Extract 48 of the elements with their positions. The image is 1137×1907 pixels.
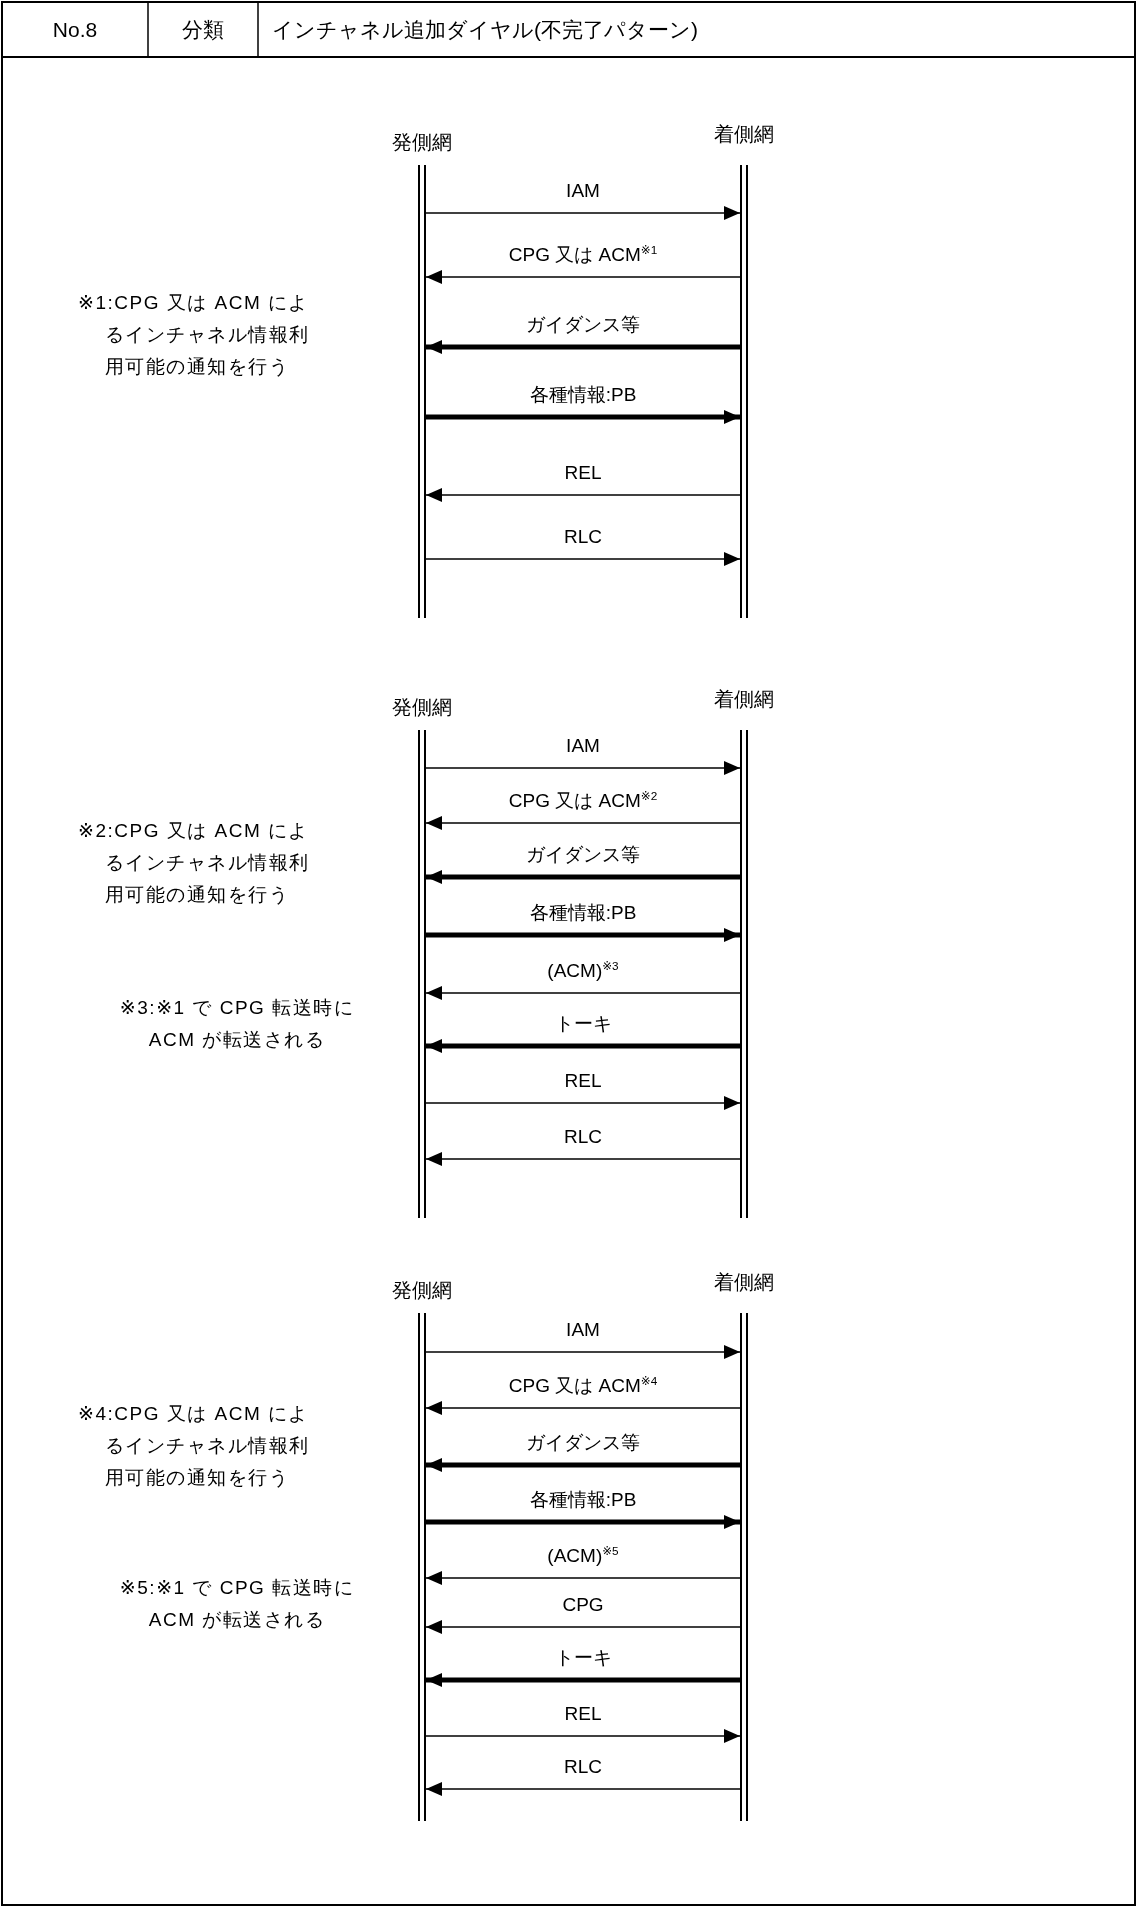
note-text: ※4:CPG 又は ACM によるインチャネル情報利用可能の通知を行う — [78, 1402, 311, 1490]
edge-label: ガイダンス等 — [526, 1431, 640, 1455]
arrow — [425, 1345, 741, 1359]
arrow — [425, 552, 741, 566]
table-cell-text: No.8 — [51, 16, 99, 43]
arrow — [425, 1729, 741, 1743]
arrow — [425, 986, 741, 1000]
edge-label: ガイダンス等 — [526, 313, 640, 337]
arrow — [425, 270, 741, 284]
edge-label: (ACM)$^{※3}$ — [547, 959, 619, 983]
arrow — [426, 410, 740, 424]
arrow — [426, 928, 740, 942]
arrow — [425, 1782, 741, 1796]
note-text: ※5:※1 で CPG 転送時に ACM が転送される — [118, 1576, 356, 1632]
arrow — [425, 1571, 741, 1585]
edge-label: CPG 又は ACM$^{※2}$ — [508, 789, 658, 813]
arrow — [425, 1152, 741, 1166]
arrow — [425, 488, 741, 502]
arrow — [426, 870, 740, 884]
table-cell-text: 分類 — [181, 16, 225, 43]
arrow — [425, 816, 741, 830]
note-text: ※2:CPG 又は ACM によるインチャネル情報利用可能の通知を行う — [78, 819, 311, 907]
edge-label: ガイダンス等 — [526, 843, 640, 867]
lifeline-label: 発側網 — [392, 695, 452, 720]
note-text: ※1:CPG 又は ACM によるインチャネル情報利用可能の通知を行う — [78, 291, 311, 379]
lifeline-label: 着側網 — [714, 1270, 774, 1295]
arrow — [425, 1620, 741, 1634]
arrow — [426, 340, 740, 354]
arrow — [425, 1401, 741, 1415]
arrow — [426, 1458, 740, 1472]
edge-label: CPG 又は ACM$^{※4}$ — [508, 1374, 658, 1398]
arrow — [426, 1673, 740, 1687]
arrow — [425, 206, 741, 220]
arrow — [425, 1096, 741, 1110]
edge-label: 各種情報:PB — [529, 383, 637, 407]
lifeline-label: 着側網 — [714, 687, 774, 712]
edge-label: 各種情報:PB — [529, 1488, 637, 1512]
edge-label: (ACM)$^{※5}$ — [547, 1544, 619, 1568]
table-cell-text: インチャネル追加ダイヤル(不完了パターン) — [271, 16, 699, 43]
edge-label: CPG 又は ACM$^{※1}$ — [508, 243, 658, 267]
lifeline-label: 発側網 — [392, 130, 452, 155]
arrow — [426, 1039, 740, 1053]
lifeline-label: 発側網 — [392, 1278, 452, 1303]
arrow — [425, 761, 741, 775]
note-text: ※3:※1 で CPG 転送時に ACM が転送される — [118, 996, 356, 1052]
lifeline-label: 着側網 — [714, 122, 774, 147]
edge-label: 各種情報:PB — [529, 901, 637, 925]
arrow — [426, 1515, 740, 1529]
